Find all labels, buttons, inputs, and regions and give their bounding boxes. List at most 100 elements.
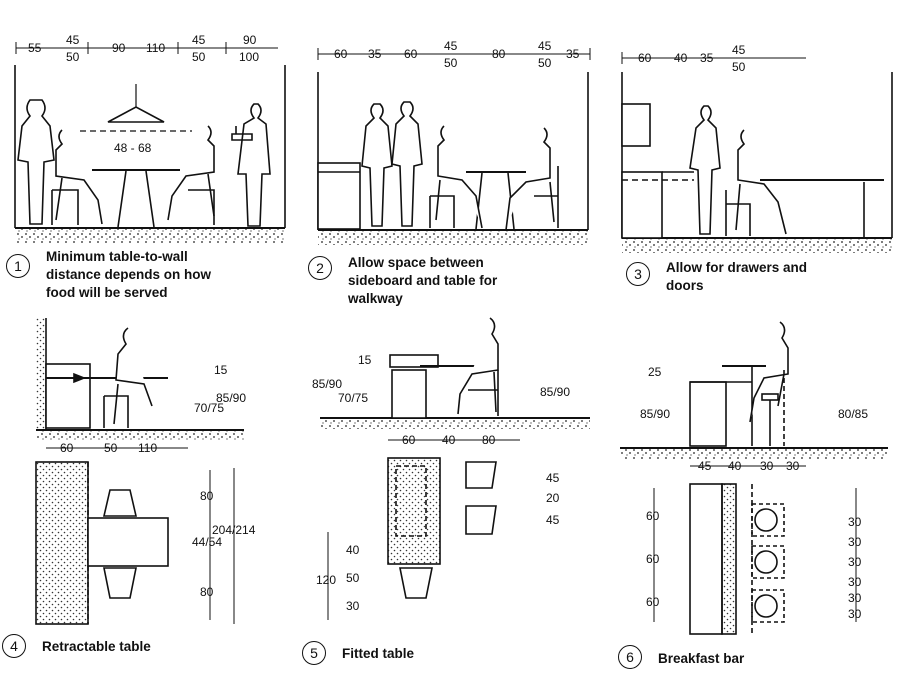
p2-dim-0: 60: [334, 47, 348, 61]
panel-5-number: 5: [302, 641, 326, 665]
p5-right-45b: 45: [546, 513, 560, 527]
p3-frac-0-num: 45: [732, 43, 746, 57]
panel-3-number: 3: [626, 262, 650, 286]
p4-elev-15: 15: [214, 363, 228, 377]
p6-right-30f: 30: [848, 607, 862, 621]
panel-6-caption-line-1: Breakfast bar: [658, 651, 745, 666]
p1-dim-3: 90: [243, 33, 257, 47]
p5-left-40: 40: [346, 543, 360, 557]
panel-4-caption-line-1: Retractable table: [42, 639, 151, 654]
p2-frac-1-den: 50: [538, 56, 552, 70]
panel-2-caption-line-2: sideboard and table for: [348, 273, 498, 288]
p2-dim-4: 35: [566, 47, 580, 61]
panel-4-number: 4: [2, 634, 26, 658]
panel-6-dim-labels: 25 85/90 80/85 45 40 30 30 60 60 60 30 3…: [640, 365, 868, 621]
panel-2-number: 2: [308, 256, 332, 280]
panel-4-plan: [35, 447, 235, 625]
p6-right-30d: 30: [848, 575, 862, 589]
p2-frac-0-den: 50: [444, 56, 458, 70]
panel-4-caption: Retractable table: [42, 638, 151, 656]
p5-elev-15: 15: [358, 353, 372, 367]
p6-plan-45: 45: [698, 459, 712, 473]
p6-plan-30b: 30: [786, 459, 800, 473]
panel-3-caption-line-2: doors: [666, 278, 704, 293]
p4-side-80b: 80: [200, 585, 214, 599]
panel-2-caption-line-3: walkway: [348, 291, 403, 306]
p5-left-120: 120: [316, 573, 336, 587]
panel-2-elevation: [317, 48, 591, 245]
panel-1-caption: Minimum table-to-wall distance depends o…: [46, 248, 211, 302]
p1-frac-1-den: 50: [192, 50, 206, 64]
p5-plan-80: 80: [482, 433, 496, 447]
p6-elev-85-90: 85/90: [640, 407, 670, 421]
panel-6-elevation: [620, 321, 888, 459]
p1-frac-0-num: 45: [66, 33, 80, 47]
p6-plan-30a: 30: [760, 459, 774, 473]
panel-6-caption: Breakfast bar: [658, 650, 744, 668]
p6-elev-25: 25: [648, 365, 662, 379]
p4-side-80a: 80: [200, 489, 214, 503]
p3-dim-1: 40: [674, 51, 688, 65]
p6-right-30b: 30: [848, 535, 862, 549]
p2-dim-3: 80: [492, 47, 506, 61]
p2-dim-1: 35: [368, 47, 382, 61]
p6-left-60b: 60: [646, 552, 660, 566]
p4-side-204-214: 204/214: [212, 523, 256, 537]
panel-5-elevation: [320, 317, 590, 429]
panel-1-number: 1: [6, 254, 30, 278]
p1-frac-0-den: 50: [66, 50, 80, 64]
panel-2-dim-labels: 60 35 60 45 50 80 45 50 35: [334, 39, 580, 70]
panel-5-dim-labels: 15 85/90 70/75 85/90 60 40 80 45 20 45 1…: [312, 353, 570, 613]
p1-height-label: 48 - 68: [114, 141, 152, 155]
panel-5-plan: [327, 439, 520, 620]
p6-right-30c: 30: [848, 555, 862, 569]
p6-elev-80-85: 80/85: [838, 407, 868, 421]
p1-frac-100: 100: [239, 50, 259, 64]
p5-elev-85-90-right: 85/90: [540, 385, 570, 399]
panel-6-plan: [653, 465, 857, 635]
p5-elev-70-75: 70/75: [338, 391, 368, 405]
p1-dim-0: 55: [28, 41, 42, 55]
p4-plan-110: 110: [138, 441, 157, 455]
p6-right-30e: 30: [848, 591, 862, 605]
panel-5-caption-line-1: Fitted table: [342, 646, 415, 661]
p3-dim-2: 35: [700, 51, 714, 65]
panel-3-dim-labels: 60 40 35 45 50: [638, 43, 746, 74]
p2-frac-0-num: 45: [444, 39, 458, 53]
panel-6-number: 6: [618, 645, 642, 669]
p6-left-60a: 60: [646, 509, 660, 523]
panel-4-elevation: [36, 318, 244, 441]
p2-dim-2: 60: [404, 47, 418, 61]
panel-1-caption-line-3: food will be served: [46, 285, 168, 300]
p4-elev-85-90: 85/90: [216, 391, 246, 405]
p5-right-45a: 45: [546, 471, 560, 485]
panel-1-dim-labels: 55 45 50 90 110 45 50 90 100 48 - 68: [28, 33, 262, 155]
p2-frac-1-num: 45: [538, 39, 552, 53]
panel-5-caption: Fitted table: [342, 645, 414, 663]
p6-plan-40: 40: [728, 459, 742, 473]
p1-dim-1: 90: [112, 41, 126, 55]
p5-left-30: 30: [346, 599, 360, 613]
p5-right-20: 20: [546, 491, 560, 505]
panel-2-caption-line-1: Allow space between: [348, 255, 484, 270]
p5-plan-40: 40: [442, 433, 456, 447]
p6-right-30a: 30: [848, 515, 862, 529]
p4-side-44-54: 44/54: [192, 535, 222, 549]
panel-1-caption-line-1: Minimum table-to-wall: [46, 249, 188, 264]
p5-elev-85-90-left: 85/90: [312, 377, 342, 391]
panel-1-caption-line-2: distance depends on how: [46, 267, 212, 282]
panel-3-caption: Allow for drawers and doors: [666, 259, 807, 295]
p5-plan-60: 60: [402, 433, 416, 447]
panel-4-dim-labels: 15 85/90 70/75 60 50 110 80 44/54 80 204…: [60, 363, 256, 599]
p1-dim-2: 110: [146, 41, 165, 55]
panel-2-caption: Allow space between sideboard and table …: [348, 254, 497, 308]
panel-3-elevation: [621, 52, 893, 253]
p5-left-50: 50: [346, 571, 360, 585]
p3-frac-0-den: 50: [732, 60, 746, 74]
p3-dim-0: 60: [638, 51, 652, 65]
panel-1-elevation: [14, 42, 286, 243]
p4-plan-60: 60: [60, 441, 74, 455]
p6-left-60c: 60: [646, 595, 660, 609]
